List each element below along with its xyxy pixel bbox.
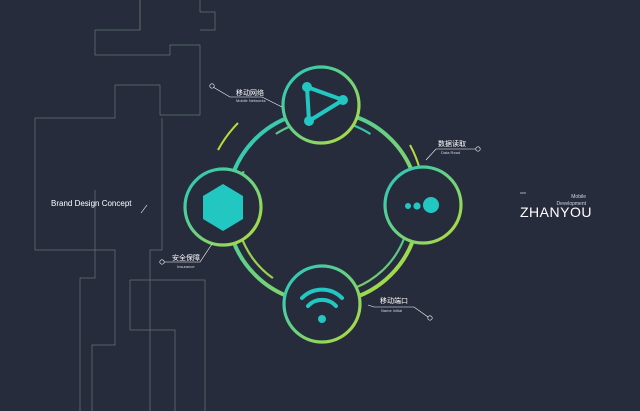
label-bottom-en: Name Initial — [381, 308, 402, 313]
side-title-line2: Development — [557, 201, 587, 207]
label-bottom-cn: 移动端口 — [380, 296, 408, 305]
label-right-en: Data Read — [441, 150, 460, 155]
node-left[interactable] — [183, 167, 263, 247]
node-right[interactable] — [383, 165, 463, 245]
label-top-cn: 移动网络 — [236, 88, 264, 97]
brand-concept: Brand Design Concept — [51, 199, 132, 208]
dots-icon — [405, 197, 439, 213]
node-top[interactable] — [281, 65, 361, 145]
label-left-cn: 安全保障 — [172, 253, 200, 262]
side-title-main: ZHANYOU — [520, 204, 592, 220]
label-left-en: Insurance — [177, 264, 195, 269]
label-right-cn: 数据读取 — [438, 139, 466, 148]
wifi-icon — [300, 287, 344, 323]
label-top-en: Mobile Networks — [236, 98, 266, 103]
label-connectors — [140, 83, 526, 321]
node-bottom[interactable] — [282, 264, 362, 344]
side-title-line1: Mobile — [571, 194, 586, 200]
play-triangle-icon — [302, 82, 348, 126]
decorative-lines — [34, 0, 216, 411]
hexagon-icon — [203, 184, 243, 231]
